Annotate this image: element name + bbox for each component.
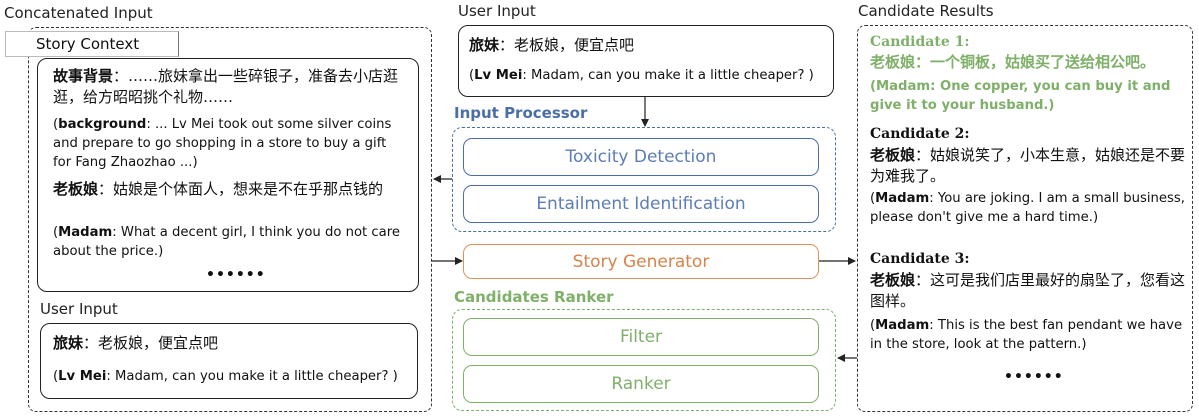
entailment-identification-box: Entailment Identification: [463, 185, 819, 223]
candidate-2-zh: 老板娘：姑娘说笑了，小本生意，姑娘还是不要为难我了。: [870, 146, 1186, 185]
candidate-ellipsis: ••••••: [1004, 369, 1064, 385]
story-context-tab: Story Context: [5, 31, 179, 57]
candidate-2-en: (Madam: You are joking. I am a small bus…: [870, 191, 1185, 225]
madam-en-text: (Madam: What a decent girl, I think you …: [53, 225, 400, 259]
toxicity-detection-box: Toxicity Detection: [463, 138, 819, 176]
left-user-input-title: User Input: [40, 300, 118, 318]
candidates-ranker-label: Candidates Ranker: [454, 288, 614, 306]
concatenated-input-panel: [28, 27, 432, 412]
background-en-text: (background: ... Lv Mei took out some si…: [53, 117, 392, 170]
middle-user-input-en: (Lv Mei: Madam, can you make it a little…: [469, 68, 814, 83]
left-user-input-en: (Lv Mei: Madam, can you make it a little…: [53, 369, 398, 384]
input-processor-group: [452, 127, 836, 232]
candidate-3-en: (Madam: This is the best fan pendant we …: [870, 318, 1183, 352]
candidate-results-panel: Candidate 1: 老板娘：一个铜板，姑娘买了送给相公吧。 (Madam:…: [857, 25, 1193, 412]
middle-user-input-zh: 旅妹：老板娘，便宜点吧: [469, 36, 635, 54]
story-context-tab-label: Story Context: [36, 35, 140, 53]
story-context-ellipsis: ••••••: [206, 267, 266, 283]
madam-zh-text: 老板娘：姑娘是个体面人，想来是不在乎那点钱的: [53, 180, 384, 198]
candidate-1-zh: 老板娘：一个铜板，姑娘买了送给相公吧。: [870, 53, 1156, 71]
input-processor-label: Input Processor: [454, 104, 588, 122]
ranker-box: Ranker: [463, 365, 819, 403]
background-zh-text: 故事背景：……旅妹拿出一些碎银子，准备去小店逛逛，给方昭昭挑个礼物……: [53, 67, 399, 106]
candidate-2-title: Candidate 2:: [870, 126, 970, 142]
candidate-1-en: (Madam: One copper, you can buy it and g…: [870, 79, 1171, 113]
left-user-input-box: 旅妹：老板娘，便宜点吧 (Lv Mei: Madam, can you make…: [40, 323, 418, 399]
middle-user-input-box: 旅妹：老板娘，便宜点吧 (Lv Mei: Madam, can you make…: [458, 25, 834, 97]
story-context-box: 故事背景：……旅妹拿出一些碎银子，准备去小店逛逛，给方昭昭挑个礼物…… (bac…: [37, 58, 419, 292]
filter-box: Filter: [463, 318, 819, 356]
middle-user-input-title: User Input: [458, 2, 536, 20]
candidates-ranker-group: [452, 309, 836, 411]
story-generator-box: Story Generator: [463, 244, 819, 279]
candidate-results-title: Candidate Results: [858, 2, 994, 20]
concatenated-input-title: Concatenated Input: [4, 4, 153, 22]
candidate-3-zh: 老板娘：这可是我们店里最好的扇坠了，您看这图样。: [870, 271, 1186, 310]
candidate-1-title: Candidate 1:: [870, 34, 970, 50]
left-user-input-zh: 旅妹：老板娘，便宜点吧: [53, 334, 219, 352]
candidate-3-title: Candidate 3:: [870, 251, 970, 267]
